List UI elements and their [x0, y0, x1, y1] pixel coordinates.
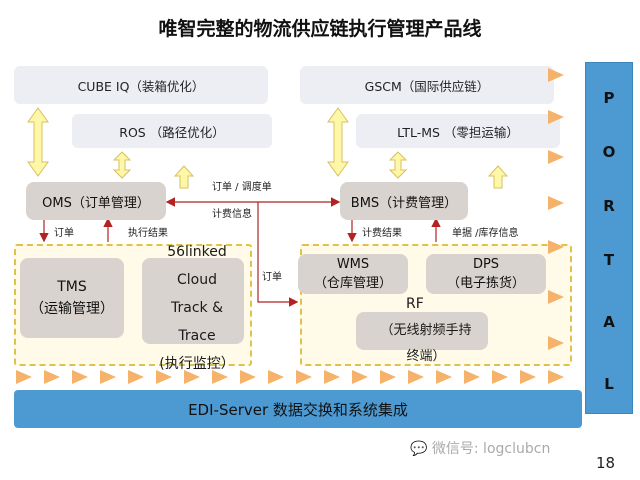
- dps-subtitle: （电子拣货）: [446, 276, 525, 291]
- orange-arrow: [548, 68, 564, 82]
- billing-info-label: 计费信息: [212, 209, 252, 220]
- ltl-ms-box: LTL-MS （零担运输）: [356, 114, 560, 148]
- wms-subtitle: （仓库管理）: [313, 276, 392, 291]
- page-title: 唯智完整的物流供应链执行管理产品线: [158, 18, 482, 40]
- dps-title: DPS: [472, 256, 500, 272]
- orange-arrow: [184, 370, 200, 384]
- order-left-label: 订单: [54, 228, 74, 239]
- tms-box: TMS （运输管理）: [20, 258, 124, 338]
- orange-arrow: [156, 370, 172, 384]
- wechat-icon: 💬: [410, 441, 428, 457]
- dps-box: DPS （电子拣货）: [426, 254, 546, 294]
- orange-arrow: [548, 150, 564, 164]
- portal-letter: L: [604, 375, 614, 393]
- portal-letter: P: [603, 89, 615, 107]
- double-arrow-ltl-bms: [388, 151, 408, 179]
- portal-letter: A: [603, 313, 615, 331]
- orange-arrow: [212, 370, 228, 384]
- wechat-watermark: 💬 微信号: logclubcn: [410, 438, 550, 458]
- cube-iq-box: CUBE IQ（装箱优化）: [14, 66, 268, 104]
- rf-box: （无线射频手持 终端）: [356, 318, 496, 370]
- orange-arrow: [16, 370, 32, 384]
- orange-arrow: [548, 336, 564, 350]
- orange-arrow: [268, 370, 284, 384]
- tms-title: TMS: [57, 278, 87, 295]
- rf-label: RF: [406, 296, 424, 312]
- orange-arrow: [380, 370, 396, 384]
- up-arrow-oms-right: [173, 165, 195, 189]
- cloud-line-3: Track &: [170, 300, 223, 316]
- cloud-tracking-box: 56linked Cloud Track & Trace (执行监控）: [142, 238, 252, 378]
- bms-box: BMS（计费管理）: [340, 182, 468, 220]
- doc-inventory-label: 单据 /库存信息: [452, 228, 519, 239]
- edi-server-bar: EDI-Server 数据交换和系统集成: [14, 390, 582, 428]
- orange-arrow: [520, 370, 536, 384]
- up-arrow-bms-right: [487, 165, 509, 189]
- double-arrow-cubeiq-oms: [27, 107, 49, 177]
- orange-arrow: [324, 370, 340, 384]
- portal-letter: T: [603, 251, 615, 269]
- portal-letter: R: [603, 197, 615, 215]
- orange-arrow: [492, 370, 508, 384]
- double-arrow-gscm-bms: [327, 107, 349, 177]
- orange-arrow: [548, 370, 564, 384]
- double-arrow-ros-oms: [112, 151, 132, 179]
- orange-arrow: [296, 370, 312, 384]
- orange-arrow: [100, 370, 116, 384]
- oms-box: OMS（订单管理）: [26, 182, 166, 220]
- rf-line-2: 终端）: [406, 349, 446, 364]
- cloud-line-5: (执行监控）: [159, 356, 235, 372]
- orange-arrow: [548, 240, 564, 254]
- orange-arrow: [72, 370, 88, 384]
- wms-title: WMS: [336, 256, 370, 272]
- billing-result-label: 计费结果: [362, 228, 402, 239]
- order-dispatch-label: 订单 / 调度单: [212, 182, 272, 193]
- orange-arrow: [352, 370, 368, 384]
- orange-arrow: [548, 110, 564, 124]
- orange-arrow: [464, 370, 480, 384]
- portal-bar: P O R T A L: [585, 62, 633, 414]
- orange-arrow: [548, 196, 564, 210]
- rf-line-1: （无线射频手持: [380, 323, 472, 338]
- orange-arrow: [408, 370, 424, 384]
- orange-arrow: [436, 370, 452, 384]
- portal-letter: O: [602, 143, 616, 161]
- exec-result-label: 执行结果: [128, 228, 168, 239]
- rf-box-bg: [356, 312, 488, 350]
- cloud-line-2: Cloud: [177, 272, 217, 288]
- order-mid-label: 订单: [262, 272, 282, 283]
- wms-box: WMS （仓库管理）: [298, 254, 408, 294]
- ros-box: ROS （路径优化）: [72, 114, 272, 148]
- cloud-box-bg: [142, 258, 244, 344]
- cloud-line-4: Trace: [178, 328, 216, 344]
- orange-arrow: [240, 370, 256, 384]
- page-number: 18: [596, 454, 616, 472]
- gscm-box: GSCM（国际供应链）: [300, 66, 554, 104]
- orange-arrow: [128, 370, 144, 384]
- watermark-text: 微信号: logclubcn: [431, 441, 551, 457]
- orange-arrow: [44, 370, 60, 384]
- order-to-wms-connector: [257, 202, 299, 307]
- cloud-line-1: 56linked: [167, 244, 227, 260]
- orange-arrow: [548, 290, 564, 304]
- tms-subtitle: （运输管理）: [30, 301, 114, 317]
